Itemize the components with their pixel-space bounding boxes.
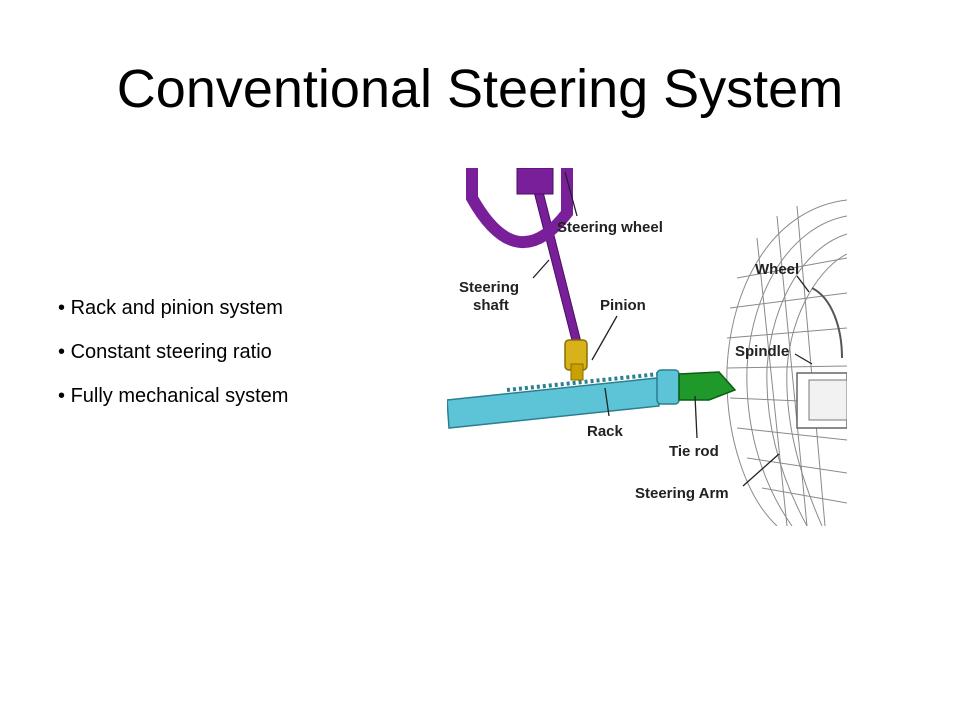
label-wheel: Wheel (755, 261, 799, 278)
label-steering-shaft: Steering (459, 279, 519, 296)
bullet-item: Fully mechanical system (58, 384, 289, 428)
label-steering-wheel: Steering wheel (557, 219, 663, 236)
bullet-list: Rack and pinion system Constant steering… (58, 296, 289, 428)
label-pinion: Pinion (600, 297, 646, 314)
slide-title: Conventional Steering System (116, 59, 844, 119)
leader-steering-arm (742, 453, 780, 487)
wheel-tire (726, 199, 847, 526)
label-tie-rod: Tie rod (669, 443, 719, 460)
label-steering-shaft: shaft (473, 297, 509, 314)
leader-spindle (794, 353, 813, 365)
steering-diagram: Steering wheel Steering shaft Pinion Whe… (447, 168, 847, 526)
leader-tie-rod (694, 395, 698, 439)
bullet-item: Rack and pinion system (58, 296, 288, 340)
leader-steering-shaft (532, 259, 550, 279)
spindle-hub (796, 287, 847, 429)
leader-pinion (591, 315, 618, 361)
steering-shaft (529, 175, 584, 353)
leader-steering-wheel (564, 171, 578, 217)
label-rack: Rack (587, 423, 624, 440)
label-spindle: Spindle (735, 343, 789, 360)
label-steering-arm: Steering Arm (635, 485, 729, 502)
leader-wheel (796, 275, 810, 293)
leader-rack (604, 387, 610, 417)
bullet-item: Constant steering ratio (58, 340, 288, 384)
pinion-gear (564, 339, 588, 381)
steering-wheel (466, 168, 573, 249)
tie-rod (678, 371, 737, 401)
rack (447, 369, 680, 429)
